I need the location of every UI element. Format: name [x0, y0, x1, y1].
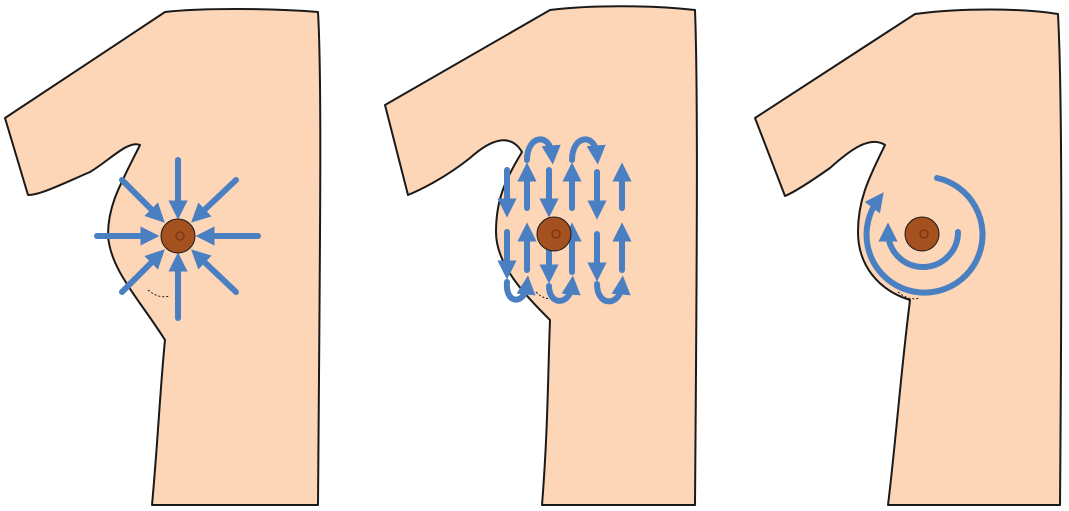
nipple [161, 219, 195, 253]
nipple [537, 217, 571, 251]
panel-radial-pattern [5, 9, 320, 505]
nipple [905, 217, 939, 251]
areola-shape [905, 217, 939, 251]
areola-shape [161, 219, 195, 253]
torso-outline [385, 6, 697, 505]
areola-shape [537, 217, 571, 251]
panel-circular-pattern [755, 10, 1061, 506]
torso-outline [5, 9, 320, 505]
torso-outline [755, 10, 1061, 506]
panel-vertical-strip-pattern [385, 6, 697, 505]
